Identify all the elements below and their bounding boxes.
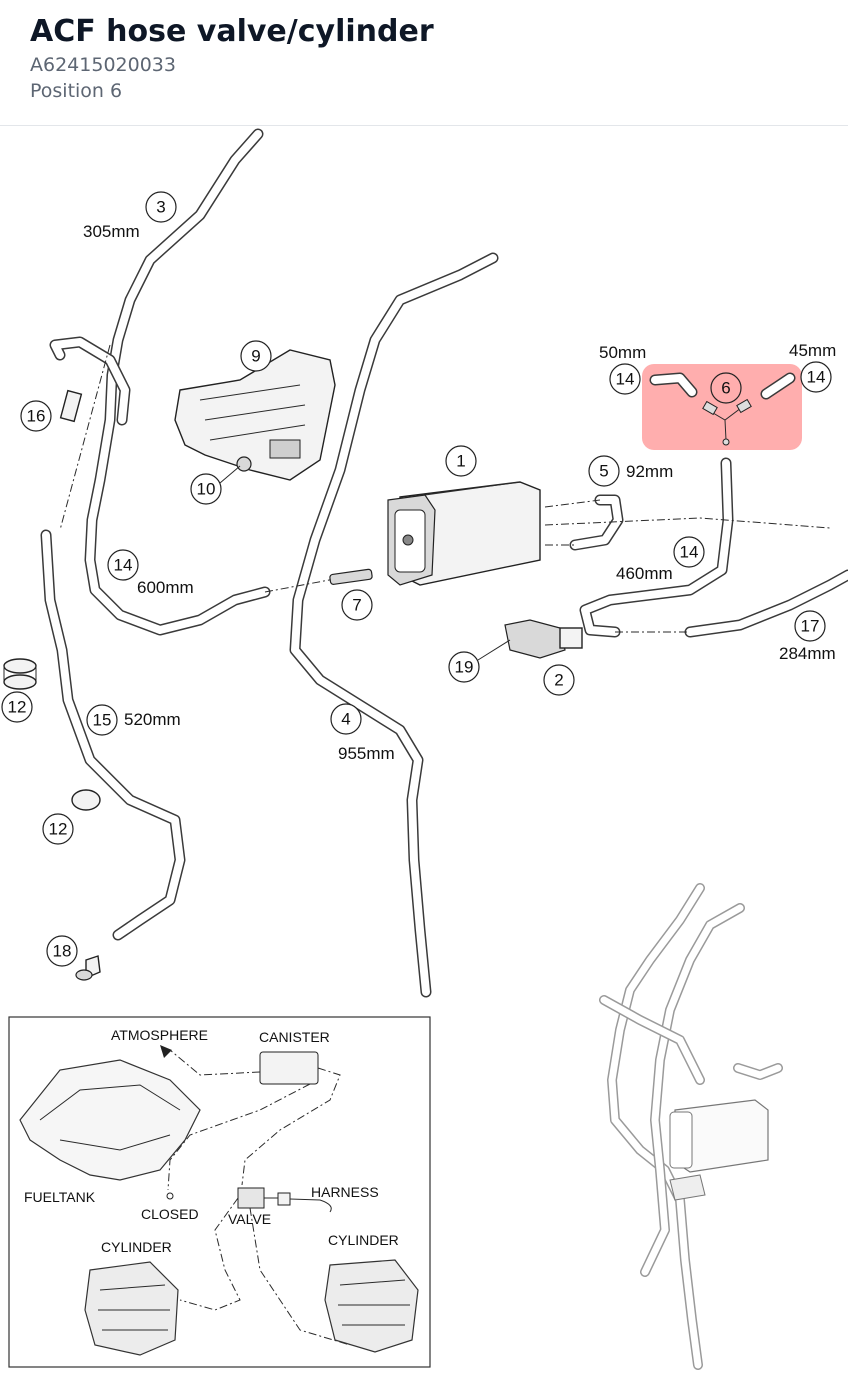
bushing-part-10[interactable] [236, 456, 252, 472]
label-cylinder-left: CYLINDER [101, 1239, 172, 1255]
hose-17[interactable] [684, 569, 848, 638]
dim-460mm: 460mm [616, 564, 673, 583]
inset-fueltank [19, 1059, 201, 1181]
hose-15[interactable] [40, 529, 186, 941]
clamp-part-12[interactable] [3, 658, 37, 690]
label-valve: VALVE [228, 1211, 271, 1227]
svg-text:15: 15 [93, 711, 112, 730]
svg-text:10: 10 [197, 480, 216, 499]
assembly-overview [599, 883, 783, 1370]
inset-line-cyl-left [179, 1197, 241, 1311]
label-fueltank: FUELTANK [24, 1189, 96, 1205]
leader-19 [477, 639, 511, 661]
svg-text:17: 17 [801, 617, 820, 636]
inset-cylinder-right [324, 1259, 419, 1353]
svg-text:14: 14 [616, 370, 635, 389]
inset-line-atmosphere [169, 1049, 261, 1076]
callout-10[interactable]: 10 [190, 473, 222, 505]
callout-16[interactable]: 16 [20, 400, 52, 432]
label-cylinder-right: CYLINDER [328, 1232, 399, 1248]
svg-text:14: 14 [680, 543, 699, 562]
dim-92mm: 92mm [626, 462, 673, 481]
svg-text:7: 7 [352, 596, 361, 615]
callout-7[interactable]: 7 [341, 589, 373, 621]
page-title: ACF hose valve/cylinder [30, 14, 434, 49]
callout-4[interactable]: 4 [330, 703, 362, 735]
svg-text:12: 12 [8, 698, 27, 717]
callout-15[interactable]: 15 [86, 704, 118, 736]
part-number: A62415020033 [30, 54, 176, 76]
position-label: Position 6 [30, 80, 123, 102]
inset-valve [237, 1187, 265, 1209]
callout-14-right[interactable]: 14 [800, 361, 832, 393]
svg-text:19: 19 [455, 658, 474, 677]
hose-14-short-right[interactable] [760, 372, 796, 400]
svg-text:5: 5 [599, 462, 608, 481]
svg-text:2: 2 [554, 671, 563, 690]
svg-text:16: 16 [27, 407, 46, 426]
hose-16-loop[interactable] [49, 336, 131, 426]
svg-text:12: 12 [49, 820, 68, 839]
callout-19[interactable]: 19 [448, 651, 480, 683]
callout-18[interactable]: 18 [46, 935, 78, 967]
inset-canister [259, 1051, 319, 1085]
callout-9[interactable]: 9 [240, 340, 272, 372]
assembly-line [264, 577, 341, 593]
hose-4[interactable] [289, 252, 499, 998]
leader-10 [219, 465, 241, 484]
svg-text:9: 9 [251, 347, 260, 366]
y-connector-part-6[interactable] [702, 398, 752, 446]
assembly-line [544, 517, 831, 529]
label-harness: HARNESS [311, 1184, 379, 1200]
dim-284mm: 284mm [779, 644, 836, 663]
callout-3[interactable]: 3 [145, 191, 177, 223]
callout-17[interactable]: 17 [794, 610, 826, 642]
valve-part-2[interactable] [504, 619, 583, 659]
assembly-line [544, 499, 601, 508]
clamp-part-12-second[interactable] [71, 789, 101, 811]
dim-45mm: 45mm [789, 341, 836, 360]
callout-12[interactable]: 12 [1, 691, 33, 723]
svg-text:1: 1 [456, 452, 465, 471]
label-atmosphere: ATMOSPHERE [111, 1027, 208, 1043]
canister-part-1[interactable] [387, 481, 541, 586]
hose-5[interactable] [569, 494, 624, 551]
callout-1[interactable]: 1 [445, 445, 477, 477]
svg-text:14: 14 [114, 556, 133, 575]
connector-part-16[interactable] [59, 389, 83, 423]
callout-14-hose[interactable]: 14 [673, 536, 705, 568]
svg-text:4: 4 [341, 710, 350, 729]
callout-12-second[interactable]: 12 [42, 813, 74, 845]
inset-line-cyl-right [249, 1207, 351, 1346]
svg-text:3: 3 [156, 198, 165, 217]
connector-part-7[interactable] [329, 568, 373, 585]
svg-text:14: 14 [807, 368, 826, 387]
callout-14-left[interactable]: 14 [609, 363, 641, 395]
inset-cylinder-left [84, 1261, 179, 1356]
hose-14-right[interactable] [579, 457, 734, 638]
label-closed: CLOSED [141, 1206, 199, 1222]
callout-2[interactable]: 2 [543, 664, 575, 696]
hose-3[interactable] [84, 128, 271, 636]
callout-14-mid[interactable]: 14 [107, 549, 139, 581]
dim-955mm: 955mm [338, 744, 395, 763]
callout-5[interactable]: 5 [588, 455, 620, 487]
label-canister: CANISTER [259, 1029, 330, 1045]
fitting-part-18[interactable] [75, 955, 101, 981]
dim-520mm: 520mm [124, 710, 181, 729]
hose-14-short-left[interactable] [649, 372, 698, 398]
dim-50mm: 50mm [599, 343, 646, 362]
svg-text:18: 18 [53, 942, 72, 961]
inset-schematic: ATMOSPHERE CANISTER FUELTANK CLOSED VALV… [8, 1016, 431, 1368]
inset-line-valve [241, 1067, 341, 1186]
inset-line-closed [167, 1083, 311, 1191]
part-header: ACF hose valve/cylinder A62415020033 Pos… [0, 0, 848, 126]
svg-text:6: 6 [721, 379, 730, 398]
dim-305mm: 305mm [83, 222, 140, 241]
dim-600mm: 600mm [137, 578, 194, 597]
bracket-part-9[interactable] [174, 349, 336, 481]
callout-6[interactable]: 6 [710, 372, 742, 404]
